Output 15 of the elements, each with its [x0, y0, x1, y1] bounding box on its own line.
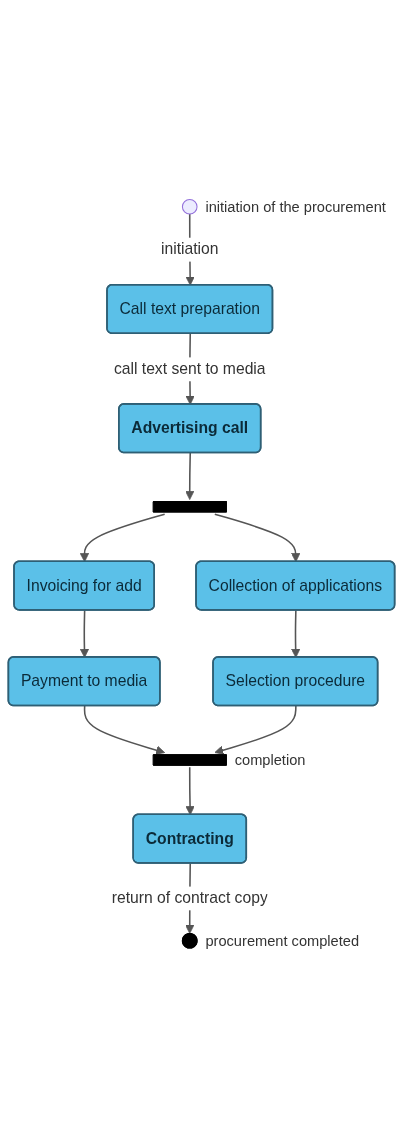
arrow: [83, 705, 166, 755]
node-caption: initiation of the procurement: [205, 199, 386, 215]
edge-label: initiation: [160, 239, 219, 258]
arrow: [291, 609, 301, 658]
arrow: [185, 766, 195, 816]
arrow: [214, 705, 297, 755]
arrow: [79, 609, 90, 658]
node-caption: completion: [234, 752, 306, 769]
edge-label: call text sent to media: [113, 359, 266, 378]
node-circle: [181, 198, 198, 215]
node-caption: procurement completed: [205, 933, 360, 949]
arrow: [185, 452, 195, 500]
arrow: [214, 513, 301, 563]
arrow: [79, 513, 166, 563]
edge-label: return of contract copy: [111, 888, 268, 907]
